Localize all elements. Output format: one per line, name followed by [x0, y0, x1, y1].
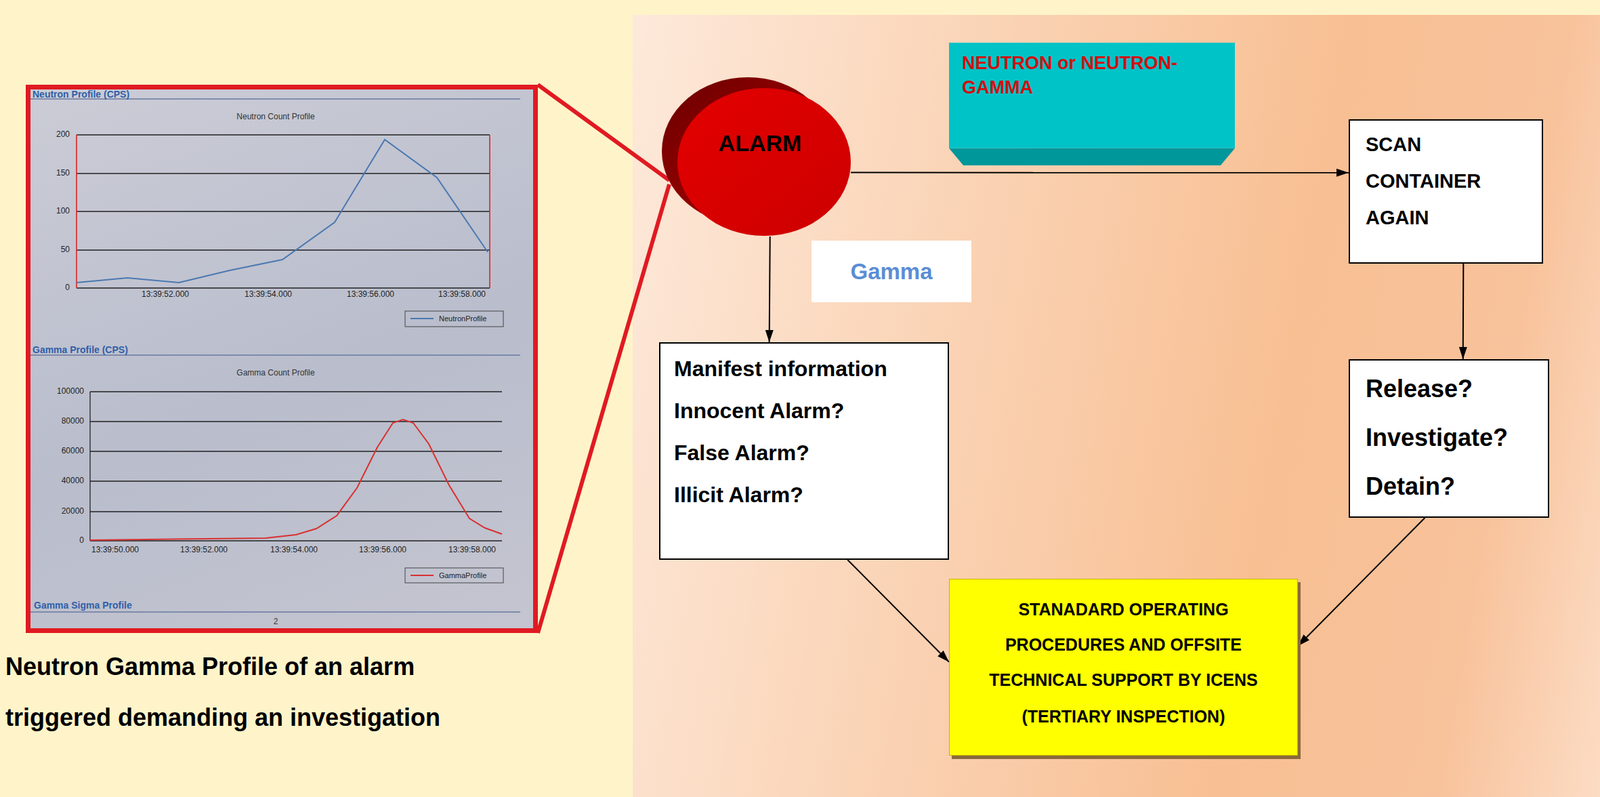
chart-label: 20000: [61, 506, 84, 517]
node-text: Illicit Alarm?: [674, 473, 941, 516]
process-box: SCAN CONTAINER AGAIN: [1348, 119, 1544, 264]
chart-label: 13:39:58.000: [448, 545, 496, 555]
legend-box: [405, 567, 504, 583]
node-text: STANADARD OPERATING PROCEDURES AND OFFSI…: [981, 591, 1267, 698]
box-bevel: [949, 148, 1235, 166]
caption: Neutron Gamma Profile of an alarm trigge…: [5, 640, 467, 743]
legend-text: GammaProfile: [438, 571, 487, 580]
caption-text: Neutron Gamma Profile of an alarm trigge…: [5, 640, 467, 743]
legend-line-sample: [410, 317, 434, 320]
node-text: Innocent Alarm?: [674, 389, 941, 432]
leader-line: [537, 184, 670, 633]
chart-label: 200: [56, 130, 70, 140]
chart-label: 100: [56, 206, 70, 217]
chart-label: 13:39:56.000: [359, 545, 407, 555]
plot-border: [76, 134, 490, 288]
node-text: SCAN CONTAINER AGAIN: [1365, 125, 1502, 236]
chart-label: 0: [79, 535, 84, 546]
decision-box: Release?Investigate?Detain?: [1348, 359, 1550, 518]
chart-label: 2: [273, 617, 279, 627]
chart-label: 13:39:52.000: [141, 289, 189, 300]
neutron-curve: [76, 139, 488, 283]
node-text: NEUTRON or NEUTRON-GAMMA: [961, 50, 1193, 100]
node-text: (TERTIARY INSPECTION): [981, 698, 1267, 734]
gamma-curve: [90, 419, 502, 540]
chart-label: 60000: [61, 446, 84, 456]
section-heading: Gamma Sigma Profile: [33, 599, 133, 611]
section-separator: [30, 98, 521, 612]
chart-label: 13:39:56.000: [346, 289, 395, 300]
chart-label: 50: [60, 245, 70, 255]
ellipse-front: [677, 88, 851, 236]
node-text: Manifest information: [674, 347, 941, 390]
chart-label: 40000: [61, 476, 84, 486]
chart-label: 100000: [56, 386, 84, 397]
grid-line: [76, 134, 490, 288]
legend-line-sample: [410, 574, 434, 576]
chart-label: 0: [65, 283, 70, 293]
grid-line: [90, 391, 502, 541]
box-face: [949, 42, 1235, 149]
flow-arrow: [850, 172, 1349, 174]
section-heading: Neutron Profile (CPS): [32, 88, 130, 100]
node-text: Investigate?: [1365, 413, 1542, 462]
node-text: Gamma: [815, 240, 968, 303]
legend-box: [405, 310, 504, 327]
chart-label: 13:39:54.000: [270, 545, 318, 555]
chart-label: 13:39:54.000: [244, 289, 292, 300]
flow-arrow: [1297, 517, 1425, 646]
node-text: Detain?: [1365, 461, 1542, 511]
condition-box: NEUTRON or NEUTRON-GAMMA: [949, 42, 1235, 166]
node-text: Release?: [1365, 364, 1542, 414]
plot-axis: [89, 391, 91, 541]
chart-label: Neutron Count Profile: [236, 112, 315, 122]
section-heading: Gamma Profile (CPS): [32, 344, 129, 355]
alarm-ellipse: ALARM: [661, 76, 853, 237]
chart-label: Gamma Count Profile: [236, 368, 315, 378]
question-box: Manifest informationInnocent Alarm?False…: [659, 342, 950, 560]
chart-label: 80000: [61, 416, 84, 427]
node-text: ALARM: [667, 129, 853, 157]
flow-arrow: [847, 559, 950, 662]
flow-arrow: [1462, 263, 1465, 360]
chart-label: 150: [56, 168, 70, 179]
chart-label: 13:39:58.000: [438, 289, 486, 300]
ellipse-shape: [661, 76, 853, 237]
chart-label: 13:39:52.000: [180, 545, 228, 555]
chart-label: 13:39:50.000: [91, 545, 139, 555]
procedure-box: STANADARD OPERATING PROCEDURES AND OFFSI…: [949, 578, 1298, 756]
node-text: False Alarm?: [674, 431, 941, 474]
flow-arrow: [769, 236, 771, 343]
legend-text: NeutronProfile: [438, 314, 487, 324]
leader-line: [537, 84, 670, 181]
condition-box: Gamma: [811, 240, 972, 303]
